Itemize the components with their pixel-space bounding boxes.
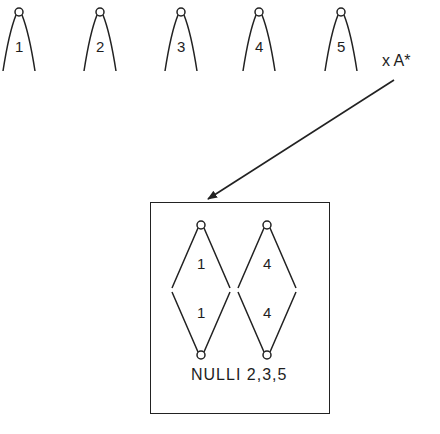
- bivalent-outline: [236, 219, 298, 361]
- paired-chromosome: 44: [236, 219, 298, 361]
- chromatid: [243, 15, 256, 71]
- centromere: [15, 8, 23, 16]
- chromosome-pair: 2: [83, 6, 117, 72]
- chromatid: [22, 15, 35, 71]
- cross-label: x A*: [382, 52, 410, 70]
- chromatid: [165, 15, 178, 71]
- chromosome-pair: 1: [2, 6, 36, 72]
- box-label: NULLI 2,3,5: [191, 367, 287, 383]
- centromere: [177, 8, 185, 16]
- chromosome-pair: 4: [242, 6, 276, 72]
- result-box: NULLI 2,3,51144: [150, 202, 330, 414]
- chromosome-pair: 5: [324, 6, 358, 72]
- chromosome-number: 3: [177, 39, 185, 54]
- chromosome-number: 4: [263, 256, 271, 271]
- centromere: [337, 8, 345, 16]
- chromatid: [262, 15, 275, 71]
- centromere: [263, 351, 271, 359]
- chromatid: [84, 15, 97, 71]
- centromere: [197, 221, 205, 229]
- chromatid: [325, 15, 338, 71]
- chromatid: [103, 15, 116, 71]
- centromere: [197, 351, 205, 359]
- bivalent-outline: [170, 219, 232, 361]
- chromosome-number: 1: [197, 256, 205, 271]
- chromatid: [204, 228, 230, 352]
- centromere: [255, 8, 263, 16]
- chromatid: [344, 15, 357, 71]
- centromere: [96, 8, 104, 16]
- chromosome-number: 1: [15, 39, 23, 54]
- chromatid: [184, 15, 197, 71]
- chromatid: [270, 228, 296, 352]
- chromosome-number: 5: [337, 39, 345, 54]
- chromatid: [172, 228, 198, 352]
- chromosome-number: 4: [255, 39, 263, 54]
- paired-chromosome: 11: [170, 219, 232, 361]
- centromere: [263, 221, 271, 229]
- chromatid: [3, 15, 16, 71]
- chromosome-pair: 3: [164, 6, 198, 72]
- arrow-line: [208, 80, 394, 199]
- chromosome-number: 4: [263, 305, 271, 320]
- chromosome-number: 1: [197, 305, 205, 320]
- chromosome-number: 2: [96, 39, 104, 54]
- chromatid: [238, 228, 264, 352]
